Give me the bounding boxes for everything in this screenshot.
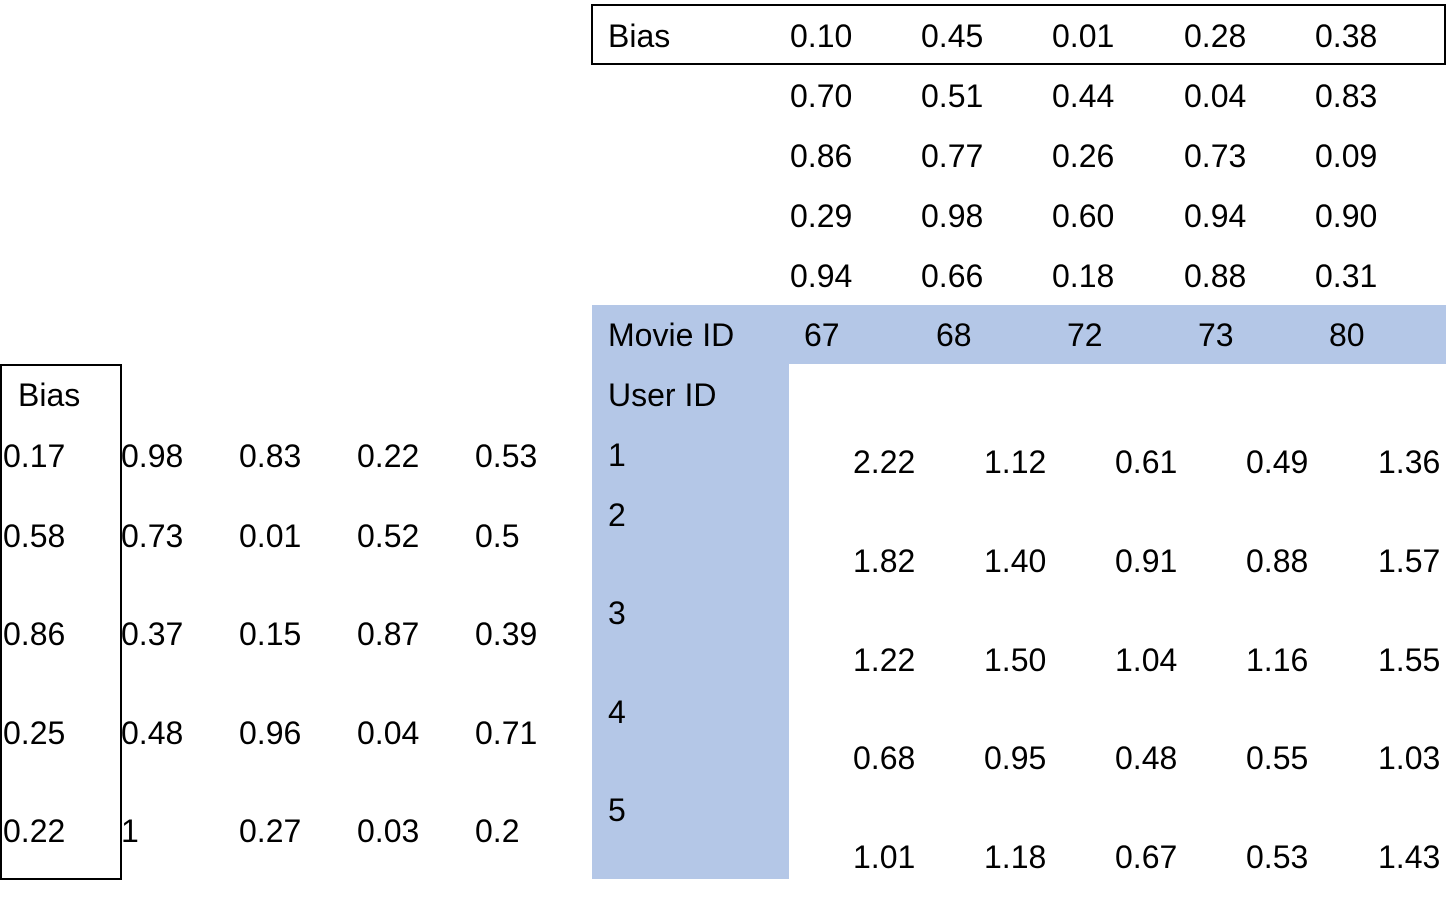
- movie-id: 67: [804, 317, 840, 353]
- prediction-cell: 0.67: [1115, 839, 1178, 875]
- movie-factor-cell: 0.94: [790, 258, 853, 294]
- prediction-cell: 1.82: [853, 543, 916, 579]
- movie-factor-cell: 0.60: [1052, 198, 1115, 234]
- user-factor-cell: 0.2: [475, 813, 520, 849]
- user-factor-cell: 0.48: [121, 715, 184, 751]
- user-factor-cell: 0.71: [475, 715, 538, 751]
- user-id: 1: [608, 437, 626, 473]
- prediction-cell: 0.95: [984, 740, 1047, 776]
- movie-factor-cell: 0.73: [1184, 138, 1247, 174]
- user-factor-cell: 0.52: [357, 518, 420, 554]
- user-factor-cell: 0.15: [239, 616, 302, 652]
- user-id-label: User ID: [608, 377, 717, 413]
- user-factor-cell: 0.04: [357, 715, 420, 751]
- movie-bias-value: 0.45: [921, 18, 984, 54]
- movie-factor-cell: 0.90: [1315, 198, 1378, 234]
- user-factor-cell: 0.37: [121, 616, 184, 652]
- prediction-cell: 0.61: [1115, 444, 1178, 480]
- prediction-cell: 0.68: [853, 740, 916, 776]
- movie-factor-cell: 0.88: [1184, 258, 1247, 294]
- movie-id: 80: [1329, 317, 1365, 353]
- user-factor-cell: 1: [121, 813, 139, 849]
- prediction-cell: 1.04: [1115, 642, 1178, 678]
- user-factor-cell: 0.53: [475, 438, 538, 474]
- movie-factor-cell: 0.70: [790, 78, 853, 114]
- movie-bias-box: [591, 4, 1446, 65]
- user-factor-cell: 0.03: [357, 813, 420, 849]
- user-bias-value: 0.17: [3, 438, 66, 474]
- prediction-cell: 0.55: [1246, 740, 1309, 776]
- movie-factor-cell: 0.77: [921, 138, 984, 174]
- user-factor-cell: 0.27: [239, 813, 302, 849]
- prediction-cell: 1.36: [1378, 444, 1441, 480]
- prediction-cell: 1.01: [853, 839, 916, 875]
- user-bias-value: 0.25: [3, 715, 66, 751]
- movie-bias-value: 0.10: [790, 18, 853, 54]
- user-id: 3: [608, 595, 626, 631]
- prediction-cell: 1.57: [1378, 543, 1441, 579]
- movie-factor-cell: 0.29: [790, 198, 853, 234]
- movie-factor-cell: 0.26: [1052, 138, 1115, 174]
- movie-bias-value: 0.38: [1315, 18, 1378, 54]
- user-factor-cell: 0.96: [239, 715, 302, 751]
- movie-factor-cell: 0.51: [921, 78, 984, 114]
- prediction-cell: 1.22: [853, 642, 916, 678]
- prediction-cell: 0.88: [1246, 543, 1309, 579]
- movie-factor-cell: 0.18: [1052, 258, 1115, 294]
- movie-factor-cell: 0.31: [1315, 258, 1378, 294]
- prediction-cell: 0.49: [1246, 444, 1309, 480]
- user-bias-value: 0.58: [3, 518, 66, 554]
- user-id: 5: [608, 792, 626, 828]
- movie-bias-label: Bias: [608, 18, 671, 54]
- movie-factor-cell: 0.44: [1052, 78, 1115, 114]
- prediction-cell: 1.12: [984, 444, 1047, 480]
- user-factor-cell: 0.83: [239, 438, 302, 474]
- user-id: 2: [608, 497, 626, 533]
- movie-factor-cell: 0.83: [1315, 78, 1378, 114]
- movie-bias-value: 0.28: [1184, 18, 1247, 54]
- user-factor-cell: 0.22: [357, 438, 420, 474]
- user-id: 4: [608, 694, 626, 730]
- prediction-cell: 1.03: [1378, 740, 1441, 776]
- movie-id: 68: [936, 317, 972, 353]
- prediction-cell: 1.43: [1378, 839, 1441, 875]
- movie-factor-cell: 0.04: [1184, 78, 1247, 114]
- user-bias-label: Bias: [18, 377, 81, 413]
- user-factor-cell: 0.98: [121, 438, 184, 474]
- movie-factor-cell: 0.86: [790, 138, 853, 174]
- movie-factor-cell: 0.98: [921, 198, 984, 234]
- user-bias-box: [0, 364, 122, 880]
- movie-factor-cell: 0.66: [921, 258, 984, 294]
- prediction-cell: 0.53: [1246, 839, 1309, 875]
- movie-id: 73: [1198, 317, 1234, 353]
- user-factor-cell: 0.5: [475, 518, 520, 554]
- user-bias-value: 0.86: [3, 616, 66, 652]
- user-factor-cell: 0.01: [239, 518, 302, 554]
- user-factor-cell: 0.39: [475, 616, 538, 652]
- prediction-cell: 0.48: [1115, 740, 1178, 776]
- movie-factor-cell: 0.94: [1184, 198, 1247, 234]
- prediction-cell: 1.18: [984, 839, 1047, 875]
- prediction-cell: 1.16: [1246, 642, 1309, 678]
- movie-factor-cell: 0.09: [1315, 138, 1378, 174]
- user-factor-cell: 0.87: [357, 616, 420, 652]
- prediction-cell: 1.40: [984, 543, 1047, 579]
- prediction-cell: 0.91: [1115, 543, 1178, 579]
- movie-id-header-band: [592, 305, 1446, 364]
- user-factor-cell: 0.73: [121, 518, 184, 554]
- movie-id-label: Movie ID: [608, 317, 735, 353]
- prediction-cell: 2.22: [853, 444, 916, 480]
- prediction-cell: 1.55: [1378, 642, 1441, 678]
- user-bias-value: 0.22: [3, 813, 66, 849]
- movie-bias-value: 0.01: [1052, 18, 1115, 54]
- user-id-header-band: [592, 364, 789, 879]
- movie-id: 72: [1067, 317, 1103, 353]
- prediction-cell: 1.50: [984, 642, 1047, 678]
